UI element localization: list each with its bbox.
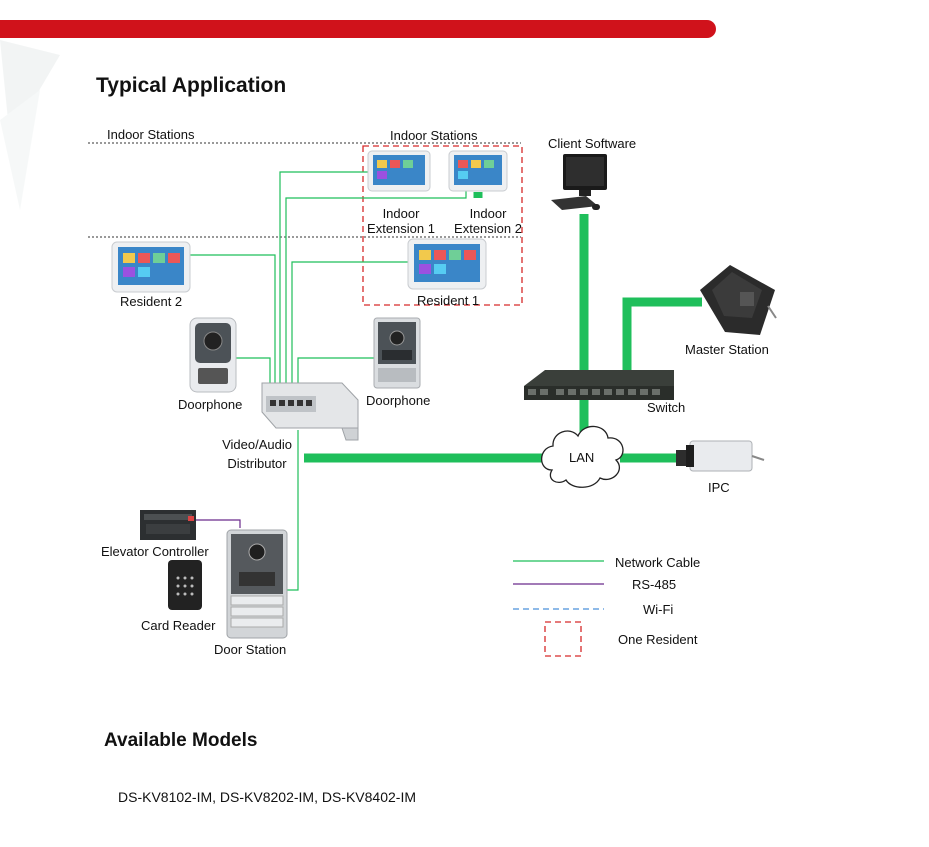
label-elevator-controller: Elevator Controller	[101, 544, 209, 559]
models-list: DS-KV8102-IM, DS-KV8202-IM, DS-KV8402-IM	[118, 789, 416, 805]
indoor-station-icon	[448, 150, 508, 192]
header-red-bar	[0, 20, 716, 38]
monitor-icon	[551, 154, 607, 210]
section-title-models: Available Models	[104, 730, 258, 751]
legend-label-rs485: RS-485	[632, 577, 677, 592]
thick-network-cables	[304, 192, 702, 463]
label-distributor-line2: Distributor	[227, 456, 287, 471]
master-station-icon	[700, 265, 777, 335]
distributor-icon	[261, 382, 359, 441]
label-client-software: Client Software	[548, 136, 637, 151]
label-card-reader: Card Reader	[141, 618, 216, 633]
label-ipc: IPC	[708, 480, 730, 495]
elevator-controller-icon	[140, 510, 196, 540]
indoor-station-icon	[407, 238, 487, 290]
label-ext2-line2: Extension 2	[454, 221, 522, 236]
legend-label-network-cable: Network Cable	[615, 555, 701, 570]
label-ext1-line2: Extension 1	[367, 221, 435, 236]
door-station-icon	[226, 529, 288, 639]
page-title: Typical Application	[96, 74, 287, 97]
doorphone-icon	[189, 317, 237, 393]
thin-network-cables	[190, 171, 467, 591]
label-master-station: Master Station	[685, 342, 769, 357]
label-doorphone-left: Doorphone	[178, 397, 243, 412]
decorative-triangles	[0, 40, 60, 210]
card-reader-icon	[168, 560, 202, 610]
legend	[513, 560, 604, 657]
rs485-cable	[196, 519, 241, 528]
cloud-icon	[540, 425, 624, 488]
label-indoor-stations-box: Indoor Stations	[390, 128, 478, 143]
label-ext1-line1: Indoor	[382, 206, 420, 221]
doorphone-icon	[373, 317, 421, 389]
label-ext2-line1: Indoor	[469, 206, 507, 221]
camera-icon	[676, 440, 765, 472]
label-resident-2: Resident 2	[120, 294, 183, 309]
indoor-station-icon	[367, 150, 431, 192]
label-resident-1: Resident 1	[417, 293, 480, 308]
label-indoor-stations-left: Indoor Stations	[107, 127, 195, 142]
label-door-station: Door Station	[214, 642, 287, 657]
label-doorphone-right: Doorphone	[366, 393, 431, 408]
legend-resident-box	[544, 621, 582, 657]
legend-label-wifi: Wi-Fi	[643, 602, 674, 617]
indoor-station-icon	[111, 241, 191, 293]
label-lan: LAN	[569, 450, 595, 465]
label-distributor-line1: Video/Audio	[222, 437, 292, 452]
switch-icon	[524, 370, 674, 400]
label-switch: Switch	[647, 400, 686, 415]
legend-label-one-resident: One Resident	[618, 632, 698, 647]
